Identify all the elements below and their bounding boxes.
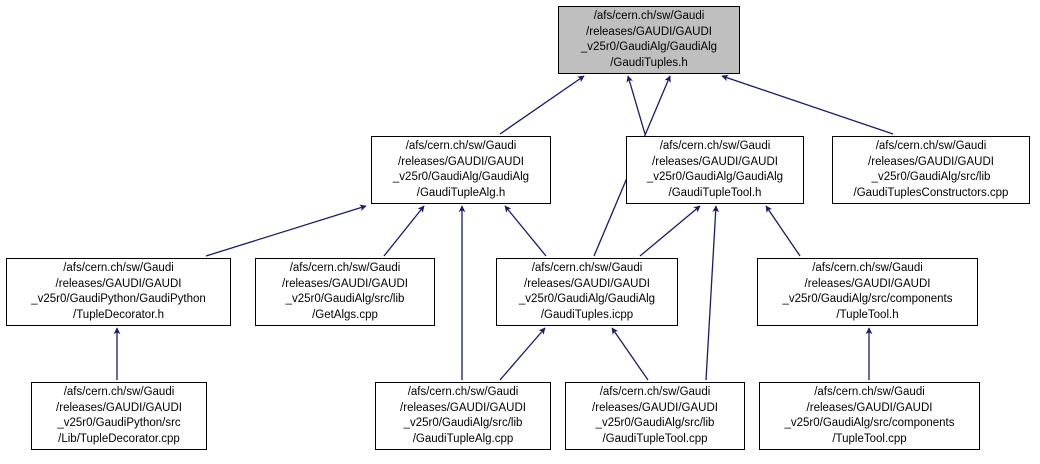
edge-gauditupletool_h-to-gauditupleshdr [626,75,646,135]
node-label-line: /afs/cern.ch/sw/Gaudi [63,386,175,398]
node-label-line: _v25r0/GaudiPython/GaudiPython [31,293,206,305]
graph-node-getalgs_cpp[interactable]: /afs/cern.ch/sw/Gaudi/releases/GAUDI/GAU… [255,258,435,326]
graph-node-gauditupleconstructors_cpp[interactable]: /afs/cern.ch/sw/Gaudi/releases/GAUDI/GAU… [832,136,1030,204]
node-label-line: /afs/cern.ch/sw/Gaudi [875,140,987,152]
node-label-line: /releases/GAUDI/GAUDI [55,277,182,290]
edge-tupledecorator_h-to-gauditupleialg_h [205,204,367,257]
node-label-line: _v25r0/GaudiAlg/GaudiAlg [518,293,656,305]
node-label-line: _v25r0/GaudiAlg/src/lib [285,293,405,305]
edge-tupletool_h-to-gauditupletool_h [765,205,801,257]
node-label-line: /releases/GAUDI/GAUDI [586,25,712,38]
node-label-line: /releases/GAUDI/GAUDI [398,155,524,168]
graph-node-tupledecorator_cpp[interactable]: /afs/cern.ch/sw/Gaudi/releases/GAUDI/GAU… [31,382,207,450]
node-label-line: /releases/GAUDI/GAUDI [652,155,778,168]
node-label-line: /GaudiTuplesConstructors.cpp [853,186,1009,199]
graph-node-tupletool_h[interactable]: /afs/cern.ch/sw/Gaudi/releases/GAUDI/GAU… [757,258,978,326]
node-label-line: /afs/cern.ch/sw/Gaudi [599,386,711,398]
node-label-line: /afs/cern.ch/sw/Gaudi [407,386,519,398]
node-label-line: /GaudiTuples.icpp [540,308,634,321]
node-label-line: /TupleTool.cpp [832,432,907,445]
node-label-line: /afs/cern.ch/sw/Gaudi [405,140,517,152]
node-label-line: _v25r0/GaudiPython/src [57,417,181,429]
node-label-line: /GaudiTupleAlg.h [416,186,506,199]
node-label-line: /releases/GAUDI/GAUDI [868,155,994,168]
edge-getalgs_cpp-to-gauditupleialg_h [383,205,425,257]
graph-node-gauditupletool_h[interactable]: /afs/cern.ch/sw/Gaudi/releases/GAUDI/GAU… [626,136,804,204]
graph-node-gauditupleshdr[interactable]: /afs/cern.ch/sw/Gaudi/releases/GAUDI/GAU… [558,6,740,74]
node-label-line: /GetAlgs.cpp [312,308,378,321]
node-label-line: /releases/GAUDI/GAUDI [592,401,718,414]
graph-node-gauditupletool_cpp[interactable]: /afs/cern.ch/sw/Gaudi/releases/GAUDI/GAU… [565,382,745,450]
node-label-line: /afs/cern.ch/sw/Gaudi [289,262,401,274]
node-label-line: /afs/cern.ch/sw/Gaudi [593,10,705,22]
node-label-line: /afs/cern.ch/sw/Gaudi [659,140,771,152]
node-label-line: /afs/cern.ch/sw/Gaudi [814,386,925,398]
graph-node-tupletool_cpp[interactable]: /afs/cern.ch/sw/Gaudi/releases/GAUDI/GAU… [759,382,980,450]
node-label-line: /GaudiTupleTool.cpp [602,432,708,445]
edge-gauditupleconstructors_cpp-to-gauditupleshdr [721,74,894,135]
node-label-line: /TupleTool.h [836,308,899,321]
node-label-line: /Lib/TupleDecorator.cpp [58,432,180,445]
edge-gauditupleialg_cpp-to-gauditules_icpp [499,327,546,381]
node-label-line: _v25r0/GaudiAlg/GaudiAlg [392,171,530,183]
graph-node-gauditupleialg_h[interactable]: /afs/cern.ch/sw/Gaudi/releases/GAUDI/GAU… [371,136,551,204]
node-label-line: /releases/GAUDI/GAUDI [56,401,182,414]
graph-node-gauditules_icpp[interactable]: /afs/cern.ch/sw/Gaudi/releases/GAUDI/GAU… [496,258,678,326]
node-label-line: /releases/GAUDI/GAUDI [804,277,931,290]
node-label-line: /TupleDecorator.h [73,308,164,321]
node-label-line: _v25r0/GaudiAlg/GaudiAlg [646,171,784,183]
node-label-line: /GaudiTupleAlg.cpp [412,432,514,445]
edge-gauditules_icpp-to-gauditupleialg_h [504,205,547,257]
node-label-line: /afs/cern.ch/sw/Gaudi [531,262,643,274]
node-label-line: /releases/GAUDI/GAUDI [524,277,650,290]
node-label-line: /releases/GAUDI/GAUDI [400,401,526,414]
edge-gauditupletool_cpp-to-gauditupletool_h [705,205,720,381]
node-label-line: /GaudiTupleTool.h [668,186,762,199]
node-label-line: _v25r0/GaudiAlg/src/components [782,293,953,305]
node-label-line: /afs/cern.ch/sw/Gaudi [812,262,923,274]
node-label-line: _v25r0/GaudiAlg/src/components [784,417,955,429]
edge-gauditules_icpp-to-gauditupletool_h [639,205,701,257]
node-label-line: /afs/cern.ch/sw/Gaudi [63,262,174,274]
node-label-line: /releases/GAUDI/GAUDI [282,277,408,290]
edge-gauditupletool_cpp-to-gauditules_icpp [611,327,649,381]
edge-gauditupleialg_h-to-gauditupleshdr [499,75,585,135]
node-label-line: /releases/GAUDI/GAUDI [806,401,933,414]
graph-node-tupledecorator_h[interactable]: /afs/cern.ch/sw/Gaudi/releases/GAUDI/GAU… [6,258,231,326]
node-label-line: _v25r0/GaudiAlg/src/lib [871,171,991,183]
node-label-line: _v25r0/GaudiAlg/GaudiAlg [580,41,718,53]
node-label-line: _v25r0/GaudiAlg/src/lib [595,417,715,429]
graph-node-gauditupleialg_cpp[interactable]: /afs/cern.ch/sw/Gaudi/releases/GAUDI/GAU… [375,382,551,450]
node-label-line: _v25r0/GaudiAlg/src/lib [403,417,523,429]
node-label-line: /GaudiTuples.h [610,56,688,69]
